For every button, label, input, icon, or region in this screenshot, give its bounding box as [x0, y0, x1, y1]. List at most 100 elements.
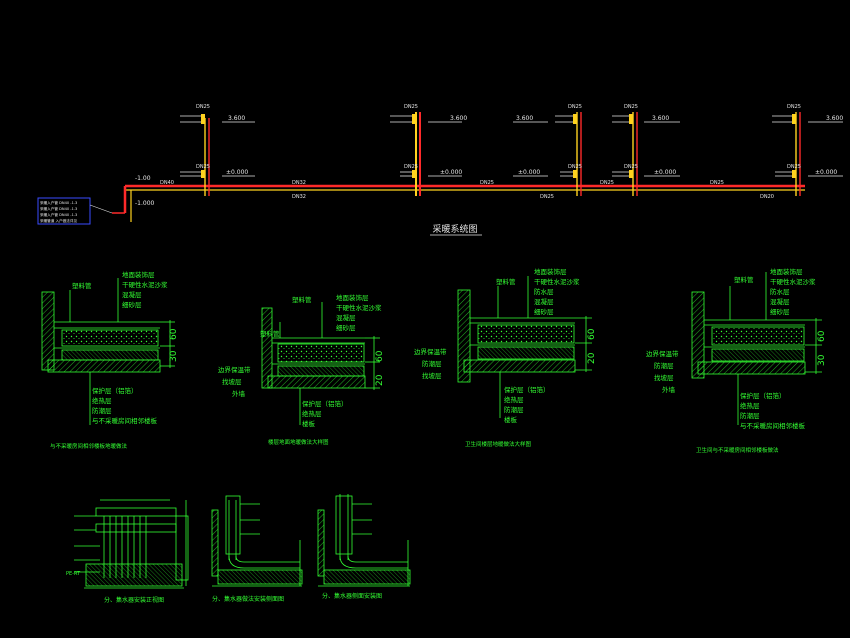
svg-text:DN25: DN25 [568, 104, 582, 110]
detail-label: 混凝层 [336, 313, 356, 322]
main-pipe-labels: DN40 DN32 DN32 DN25 DN25 DN25 DN25 DN20 [160, 180, 774, 200]
elev-label: -1.000 [135, 200, 155, 207]
elev-label: 3.600 [826, 115, 843, 122]
detail-label: 防水层 [770, 287, 790, 296]
dimension-label: 30 [169, 350, 179, 362]
detail-label: 保护层（铝箔） [302, 399, 348, 408]
svg-text:DN25: DN25 [787, 104, 801, 110]
floor-detail-2-labels: 塑料管 地面装饰层 干硬性水泥沙浆 混凝层 细砂层 塑料管 边界保温带 找坡层 … [218, 293, 385, 446]
detail-caption: 卫生间楼层地暖做法大样图 [465, 440, 532, 448]
pipe-size-label: DN25 [480, 180, 494, 186]
riser-2 [415, 112, 421, 196]
slab-layer [47, 359, 161, 373]
detail-label: 防潮层 [740, 411, 760, 420]
dimension-label: 30 [817, 354, 827, 366]
elev-label: 3.600 [652, 115, 669, 122]
pipe-size-label: DN25 [710, 180, 724, 186]
riser-3 [576, 112, 582, 196]
wall-section [41, 291, 55, 371]
manifold-detail-install-labels: 分、集水器侧面安装图 [322, 592, 382, 600]
floor-detail-3-labels: 塑料管 地面装饰层 干硬性水泥沙浆 防水层 混凝层 细砂层 边界保温带 防潮层 … [414, 267, 597, 448]
detail-label: 防潮层 [422, 359, 442, 368]
elev-label: 3.600 [516, 115, 533, 122]
manifold-detail-install [317, 494, 411, 587]
detail-label: 细砂层 [534, 307, 554, 316]
detail-label: 找坡层 [222, 377, 242, 386]
dimension-label: 60 [587, 328, 597, 340]
floor-detail-1-labels: 塑料管 地面装饰层 干硬性水泥沙浆 混凝层 细砂层 保护层（铝箔） 绝热层 防潮… [50, 270, 179, 450]
detail-label: 混凝层 [122, 290, 142, 299]
detail-label: 混凝层 [534, 297, 554, 306]
legend-line: 采暖入户管 DN40 -1.3 [40, 212, 77, 217]
detail-label: 外墙 [232, 389, 246, 398]
dimension-label: 20 [375, 374, 385, 386]
detail-label: 混凝层 [770, 297, 790, 306]
detail-label: 与不采暖房间相邻楼板 [92, 416, 158, 425]
system-diagram-title: 采暖系统图 [432, 223, 477, 235]
floor-detail-4-labels: 塑料管 地面装饰层 干硬性水泥沙浆 防水层 混凝层 细砂层 边界保温带 防潮层 … [646, 267, 827, 454]
detail-label: 防潮层 [654, 361, 674, 370]
detail-label: 绝热层 [92, 396, 112, 405]
manifold-detail-side [211, 495, 303, 587]
detail-caption: 分、集水器做法安装侧面图 [212, 595, 284, 603]
detail-label: 细砂层 [122, 300, 142, 309]
svg-text:DN25: DN25 [404, 104, 418, 110]
manifold-detail-side-labels: 分、集水器做法安装侧面图 [212, 595, 284, 603]
elev-label: -1.00 [135, 175, 151, 182]
detail-caption: 分、集水器侧面安装图 [322, 592, 382, 600]
floor-detail-3 [457, 276, 592, 418]
legend-leader [89, 204, 113, 214]
svg-text:DN25: DN25 [404, 164, 418, 170]
legend-box [37, 197, 91, 225]
detail-label: 塑料管 [260, 329, 280, 338]
pipe-size-label: DN25 [600, 180, 614, 186]
insulation-layer [61, 349, 159, 361]
detail-label: 楼板 [302, 419, 316, 428]
elev-label: 3.600 [228, 115, 245, 122]
legend-line: 采暖管道 入户做法详见 [40, 218, 77, 223]
riser-1 [204, 118, 210, 196]
detail-label: 塑料管 [292, 295, 312, 304]
legend-line: 采暖入户管 DN40 -1.3 [40, 206, 77, 211]
detail-caption: 楼层地面地暖做法大样图 [268, 438, 329, 446]
dimension-label: 20 [587, 352, 597, 364]
pipe-size-label: DN32 [292, 194, 306, 200]
pipe-size-label: DN32 [292, 180, 306, 186]
elev-label: ±0.000 [440, 169, 462, 176]
svg-text:DN25: DN25 [624, 104, 638, 110]
detail-label: 找坡层 [422, 371, 442, 380]
detail-label: 干硬性水泥沙浆 [122, 280, 168, 289]
detail-label: 防水层 [534, 287, 554, 296]
svg-text:DN25: DN25 [568, 164, 582, 170]
elev-label: 3.600 [450, 115, 467, 122]
detail-label: 地面装饰层 [122, 270, 155, 279]
dimension-label: 60 [169, 328, 179, 340]
svg-text:DN25: DN25 [624, 164, 638, 170]
detail-label: 外墙 [662, 385, 676, 394]
pipe-size-label: DN40 [160, 180, 174, 186]
detail-caption: 与不采暖房间相邻楼板地暖做法 [50, 442, 128, 450]
detail-label: 保护层（铝箔） [740, 391, 786, 400]
detail-label: 塑料管 [72, 281, 92, 290]
detail-label: 干硬性水泥沙浆 [770, 277, 816, 286]
detail-label: 细砂层 [336, 323, 356, 332]
detail-label: 楼板 [504, 415, 518, 424]
floor-detail-4 [691, 272, 822, 425]
detail-label: 与不采暖房间相邻楼板 [740, 421, 806, 430]
detail-label: 保护层（铝箔） [92, 386, 138, 395]
detail-label: 塑料管 [496, 277, 516, 286]
detail-label: 塑料管 [734, 275, 754, 284]
detail-label: 细砂层 [770, 307, 790, 316]
detail-label: 找坡层 [654, 373, 674, 382]
riser-4 [632, 112, 638, 196]
detail-label: 保护层（铝箔） [504, 385, 550, 394]
elev-label: ±0.000 [815, 169, 837, 176]
detail-label: 干硬性水泥沙浆 [336, 303, 382, 312]
concrete-layer [61, 329, 159, 347]
elev-label: ±0.000 [226, 169, 248, 176]
detail-caption: 分、集水器安装正视图 [104, 596, 164, 604]
